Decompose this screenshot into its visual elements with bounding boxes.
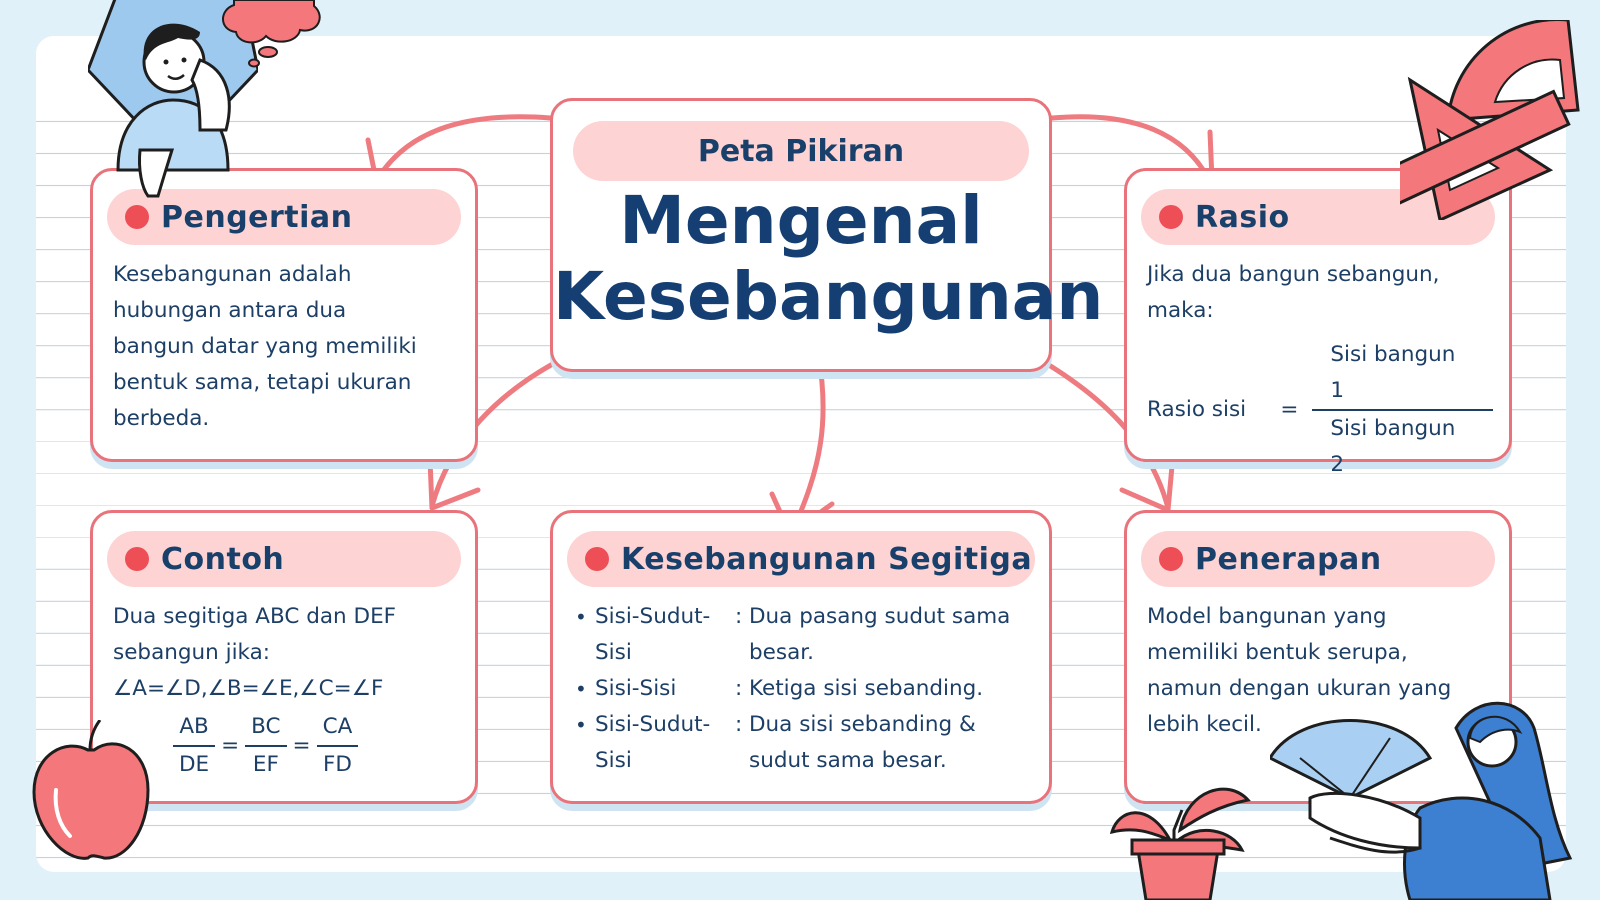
penerapan-text: Model bangunan yang memiliki bentuk seru… xyxy=(1147,604,1452,737)
bullet-dot-icon xyxy=(125,205,149,229)
protractor-ruler-icon xyxy=(1400,20,1580,220)
penerapan-header: Penerapan xyxy=(1141,531,1495,587)
angle-equalities: ∠A=∠D,∠B=∠E,∠C=∠F xyxy=(113,676,384,701)
side-ratio-equation: AB DE = BC EF = CA FD xyxy=(173,709,459,783)
contoh-header: Contoh xyxy=(107,531,461,587)
woman-with-protractor-illustration xyxy=(1270,701,1573,900)
bullet-dot-icon xyxy=(125,547,149,571)
man-thinking-illustration xyxy=(88,0,258,198)
main-title: Mengenal Kesebangunan xyxy=(553,182,1104,335)
fraction-ca-fd: CA FD xyxy=(316,709,359,783)
segitiga-criteria: • Sisi-Sudut-Sisi : Dua pasang sudut sam… xyxy=(575,599,1033,779)
contoh-text: Dua segitiga ABC dan DEF sebangun jika: … xyxy=(113,599,459,783)
criteria-row-1: • Sisi-Sudut-Sisi : Dua pasang sudut sam… xyxy=(575,604,1011,665)
arrow-to-rasio xyxy=(1049,114,1211,181)
bullet-dot-icon xyxy=(1159,205,1183,229)
thought-cloud-icon xyxy=(222,0,321,68)
ratio-formula: Rasio sisi = Sisi bangun 1 Sisi bangun 2 xyxy=(1147,337,1493,483)
arrow-to-contoh xyxy=(429,357,563,509)
pengertian-box: Pengertian Kesebangunan adalah hubungan … xyxy=(90,168,478,462)
arrow-to-pengertian xyxy=(375,114,553,181)
segitiga-header: Kesebangunan Segitiga xyxy=(567,531,1035,587)
pengertian-header: Pengertian xyxy=(107,189,461,245)
segitiga-box: Kesebangunan Segitiga • Sisi-Sudut-Sisi … xyxy=(550,510,1052,804)
arrowhead-contoh xyxy=(427,457,481,511)
fraction-bc-ef: BC EF xyxy=(245,709,287,783)
plant-pot-icon xyxy=(1109,787,1251,900)
apple-icon xyxy=(32,720,150,860)
bullet-dot-icon xyxy=(585,547,609,571)
criteria-row-3: • Sisi-Sudut-Sisi : Dua sisi sebanding &… xyxy=(575,712,976,773)
center-title-box: Peta Pikiran Mengenal Kesebangunan xyxy=(550,98,1104,372)
criteria-row-2: • Sisi-Sisi : Ketiga sisi sebanding. xyxy=(575,676,984,701)
center-subtitle: Peta Pikiran xyxy=(573,121,1029,181)
protractor-disc xyxy=(1270,719,1433,800)
contoh-box: Contoh Dua segitiga ABC dan DEF sebangun… xyxy=(90,510,478,804)
ratio-fraction: Sisi bangun 1 Sisi bangun 2 xyxy=(1312,337,1493,483)
rasio-text: Jika dua bangun sebangun, maka: Rasio si… xyxy=(1147,257,1493,483)
pengertian-text: Kesebangunan adalah hubungan antara dua … xyxy=(113,262,417,431)
fraction-ab-de: AB DE xyxy=(173,709,215,783)
arrow-to-penerapan xyxy=(1041,359,1171,511)
bullet-dot-icon xyxy=(1159,547,1183,571)
